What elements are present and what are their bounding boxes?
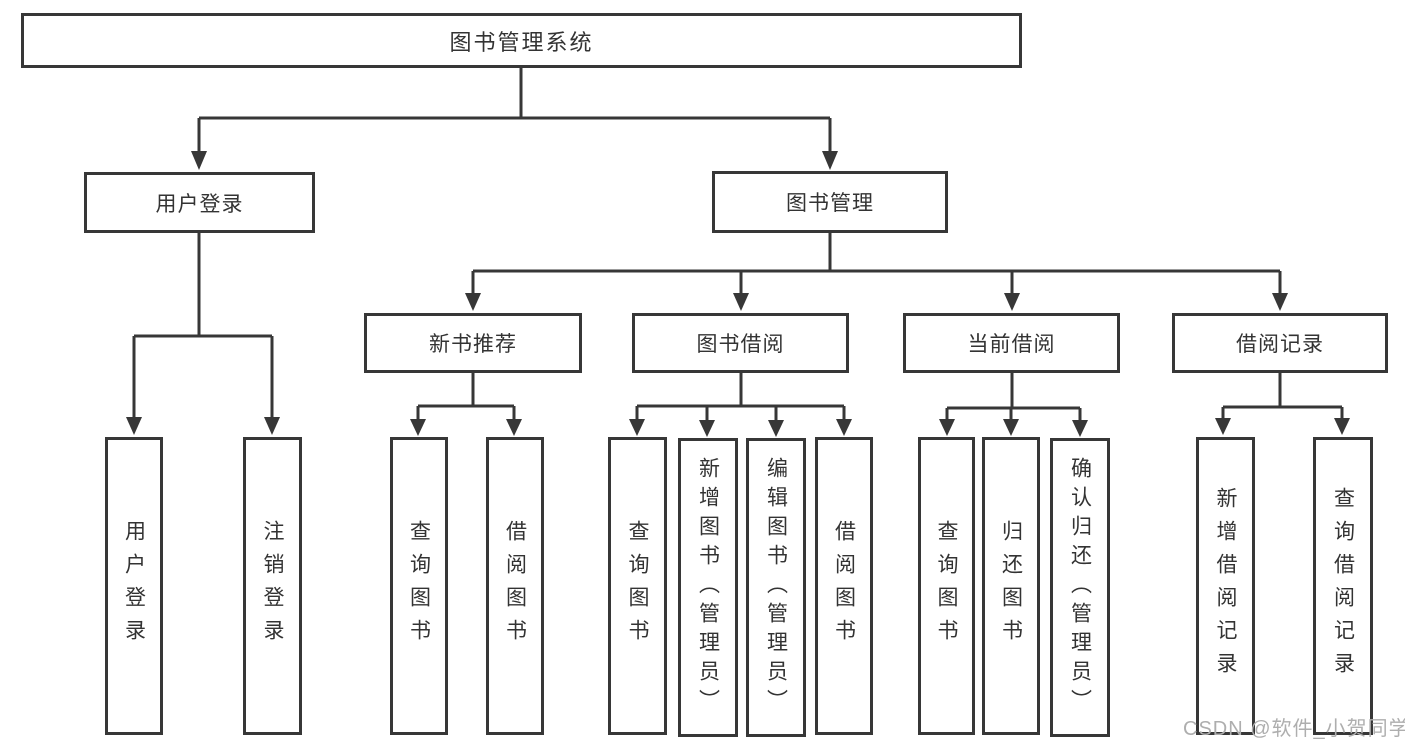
node-label: 归还图书 bbox=[999, 520, 1023, 652]
node-label: 借阅记录 bbox=[1236, 333, 1324, 356]
node-label: 当前借阅 bbox=[967, 333, 1056, 356]
node-label: 注销登录 bbox=[261, 520, 284, 652]
leaf-borrow-books-recommend: 借阅图书 bbox=[486, 437, 544, 735]
node-label: 确认归还（管理员） bbox=[1068, 457, 1092, 718]
leaf-return-books: 归还图书 bbox=[982, 437, 1040, 735]
connector-user-login bbox=[132, 233, 274, 418]
node-user-login: 用户登录 bbox=[84, 172, 315, 233]
node-book-borrow: 图书借阅 bbox=[632, 313, 849, 373]
node-label: 查询图书 bbox=[407, 520, 431, 652]
node-label: 用户登录 bbox=[155, 192, 244, 216]
leaf-query-books-borrow: 查询图书 bbox=[608, 437, 667, 735]
connector-new-book-recommend bbox=[416, 373, 516, 420]
node-label: 编辑图书（管理员） bbox=[764, 457, 788, 718]
connector-borrow-records bbox=[1221, 373, 1344, 419]
watermark: CSDN @软件_小贺同学 bbox=[1183, 718, 1405, 740]
node-label: 查询图书 bbox=[935, 520, 958, 652]
leaf-query-books-current: 查询图书 bbox=[918, 437, 975, 735]
connector-root bbox=[197, 68, 832, 153]
node-label: 用户登录 bbox=[122, 520, 146, 652]
leaf-add-borrow-record: 新增借阅记录 bbox=[1196, 437, 1255, 735]
node-label: 新书推荐 bbox=[429, 333, 517, 356]
leaf-borrow-books-borrow: 借阅图书 bbox=[815, 437, 873, 735]
node-label: 新增图书（管理员） bbox=[696, 457, 720, 718]
node-book-management: 图书管理 bbox=[712, 171, 948, 233]
leaf-query-borrow-record: 查询借阅记录 bbox=[1313, 437, 1373, 735]
leaf-add-book-admin: 新增图书（管理员） bbox=[678, 438, 738, 737]
leaf-confirm-return-admin: 确认归还（管理员） bbox=[1050, 438, 1110, 737]
node-root: 图书管理系统 bbox=[21, 13, 1022, 68]
node-label: 图书管理系统 bbox=[449, 29, 594, 55]
connector-book-management bbox=[471, 233, 1282, 294]
node-new-book-recommend: 新书推荐 bbox=[364, 313, 582, 373]
node-label: 查询图书 bbox=[626, 520, 649, 652]
node-label: 查询借阅记录 bbox=[1331, 487, 1355, 685]
connector-current-borrow bbox=[945, 373, 1082, 421]
leaf-query-books-recommend: 查询图书 bbox=[390, 437, 448, 735]
connector-book-borrow bbox=[635, 373, 846, 421]
node-current-borrow: 当前借阅 bbox=[903, 313, 1120, 373]
leaf-logout: 注销登录 bbox=[243, 437, 302, 735]
node-label: 借阅图书 bbox=[832, 520, 856, 652]
node-label: 图书借阅 bbox=[696, 333, 785, 356]
leaf-edit-book-admin: 编辑图书（管理员） bbox=[746, 438, 806, 737]
node-label: 图书管理 bbox=[786, 192, 874, 215]
node-label: 借阅图书 bbox=[503, 520, 527, 652]
node-borrow-records: 借阅记录 bbox=[1172, 313, 1388, 373]
leaf-user-login: 用户登录 bbox=[105, 437, 163, 735]
node-label: 新增借阅记录 bbox=[1214, 487, 1237, 685]
